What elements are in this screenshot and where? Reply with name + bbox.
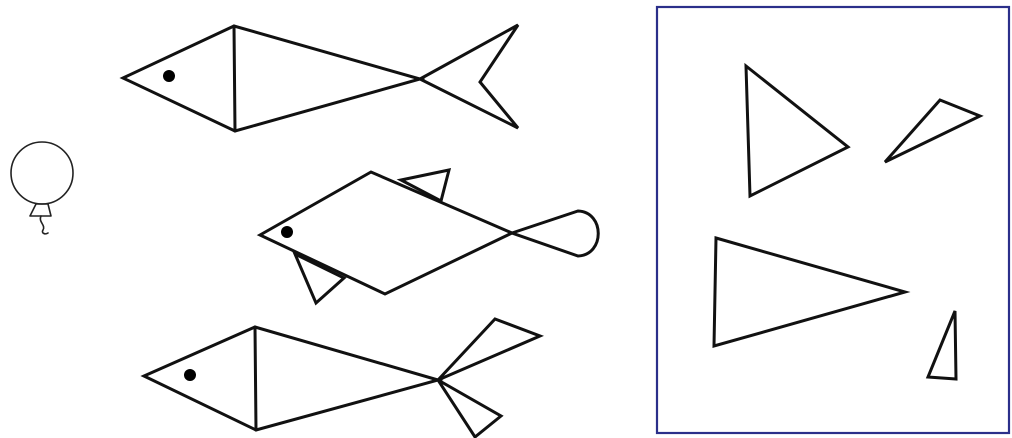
- fish-middle-tail: [512, 211, 598, 256]
- fish-top: [123, 25, 518, 131]
- triangle-thin-right: [885, 100, 980, 162]
- fish-bottom-gill-line: [255, 327, 256, 430]
- fish-middle: [260, 170, 598, 303]
- fish-bottom-eye: [184, 369, 196, 381]
- fish-bottom: [144, 319, 540, 437]
- fish-bottom-tail-lower-fin: [438, 380, 501, 437]
- shapes-panel: [657, 7, 1009, 433]
- fish-top-eye: [163, 70, 175, 82]
- fish-top-tail: [420, 25, 518, 128]
- fish-middle-body: [260, 172, 512, 294]
- fish-top-gill-line: [234, 26, 235, 131]
- fish-middle-eye: [281, 226, 293, 238]
- triangle-wide-middle: [714, 238, 905, 346]
- balloon: [11, 142, 73, 234]
- fish-bottom-tail-upper-fin: [438, 319, 540, 380]
- triangle-small-bottom: [928, 311, 956, 379]
- balloon-knot: [30, 204, 51, 216]
- fish-middle-bottom-fin: [295, 254, 344, 303]
- triangle-large-top: [746, 66, 848, 196]
- balloon-body: [11, 142, 73, 204]
- balloon-string: [40, 216, 48, 234]
